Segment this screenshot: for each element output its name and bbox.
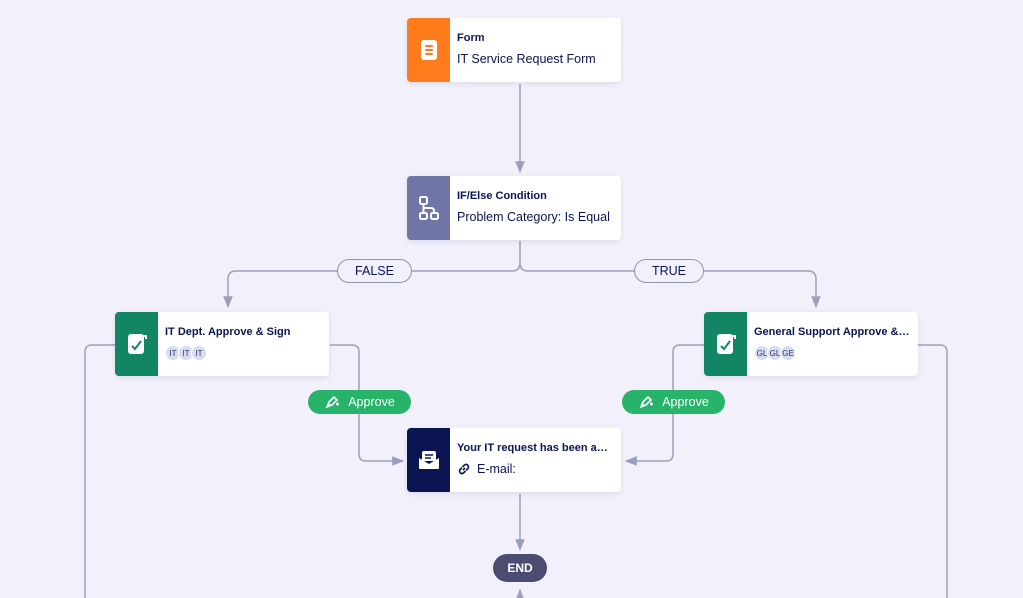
condition-node[interactable]: IF/Else Condition Problem Category: Is E… [407,176,621,240]
approve-outcome-right[interactable]: Approve [622,390,725,414]
approve-sign-icon [127,334,147,354]
email-node-subtitle: E-mail: [477,462,516,476]
assignee-avatar[interactable]: IT [191,345,207,361]
it-approval-node[interactable]: IT Dept. Approve & Sign IT IT IT [115,312,329,376]
condition-node-title: IF/Else Condition [457,190,547,202]
form-node[interactable]: Form IT Service Request Form [407,18,621,82]
true-branch-label[interactable]: TRUE [634,259,704,283]
email-envelope-icon [418,451,439,469]
condition-node-icon-box [407,176,450,240]
approve-label-left: Approve [348,395,395,409]
branch-condition-icon [418,196,439,220]
form-node-icon-box [407,18,450,82]
approve-label-right: Approve [662,395,709,409]
general-approval-assignees: GL GL GE [754,345,910,361]
form-node-title: Form [457,32,485,44]
pen-sign-icon [325,395,340,409]
connector-it-deny [84,344,115,598]
it-approval-assignees: IT IT IT [165,345,291,361]
general-approval-icon-box [704,312,747,376]
end-node[interactable]: END [493,554,547,582]
link-icon [458,463,470,475]
email-node-title: Your IT request has been appr... [457,442,613,454]
condition-node-subtitle: Problem Category: Is Equal T [457,210,613,224]
it-approval-icon-box [115,312,158,376]
assignee-avatar[interactable]: IT [178,345,194,361]
approve-outcome-left[interactable]: Approve [308,390,411,414]
approve-sign-icon [716,334,736,354]
general-approval-node[interactable]: General Support Approve & S... GL GL GE [704,312,918,376]
email-node[interactable]: Your IT request has been appr... E-mail: [407,428,621,492]
assignee-avatar[interactable]: GL [754,345,770,361]
false-branch-label[interactable]: FALSE [337,259,412,283]
connector-general-deny [918,344,948,598]
pen-sign-icon [639,395,654,409]
assignee-avatar[interactable]: GE [780,345,796,361]
it-approval-title: IT Dept. Approve & Sign [165,326,291,338]
form-document-icon [420,40,437,60]
connector-condition-true [519,262,821,309]
general-approval-title: General Support Approve & S... [754,326,910,338]
form-node-subtitle: IT Service Request Form [457,52,596,66]
email-node-icon-box [407,428,450,492]
